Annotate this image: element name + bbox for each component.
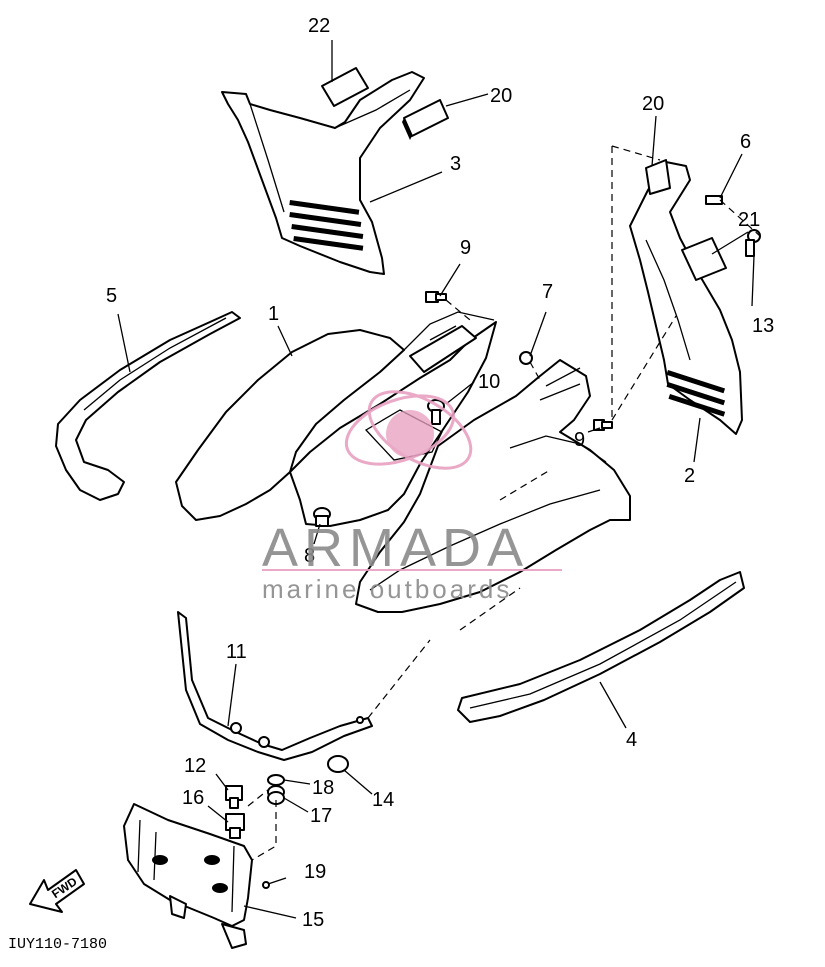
callout-2: 2 [684,465,695,487]
callout-6: 6 [740,131,751,153]
callout-13: 13 [752,315,774,337]
drawing-code: IUY110-7180 [8,936,107,953]
watermark: ARMADA marine outboards [262,390,562,604]
part-3-vent [289,200,364,251]
callout-3: 3 [450,153,461,175]
part-19-screw[interactable] [262,877,287,889]
part-14-nut[interactable] [327,755,349,773]
callout-7: 7 [542,281,553,303]
part-9-bolt-top[interactable] [425,291,447,303]
part-11-bracket[interactable] [177,611,373,761]
callout-4: 4 [626,729,637,751]
part-4-right-flap[interactable] [457,571,745,723]
watermark-brand: ARMADA [262,518,529,578]
watermark-logo-icon [344,390,473,470]
callout-21: 21 [738,209,760,231]
leader-lines [117,40,755,919]
part-3-left-side-cover[interactable] [221,71,425,275]
callout-20-right: 20 [642,93,664,115]
callout-11: 11 [226,641,247,663]
callout-12: 12 [184,755,206,777]
part-12-bolt[interactable] [225,785,243,809]
assembly-lines [247,145,761,861]
callout-15: 15 [302,909,324,931]
part-18-washer[interactable] [267,774,285,786]
part-16-bolt[interactable] [225,813,245,839]
part-7-nut[interactable] [519,351,533,365]
callout-5: 5 [106,285,117,307]
callout-22: 22 [308,15,330,37]
part-6-bolt[interactable] [705,195,723,205]
callout-16: 16 [182,787,204,809]
part-22-decal[interactable] [321,67,369,107]
part-9-bolt-right[interactable] [593,419,613,431]
callout-9-right: 9 [574,429,585,451]
part-8-grommet[interactable] [313,507,331,527]
part-21-decal[interactable] [681,237,727,281]
callout-1: 1 [268,303,279,325]
callout-18: 18 [312,777,334,799]
part-15-front-guard[interactable] [123,803,253,949]
callout-20-left: 20 [490,85,512,107]
part-5-left-flap[interactable] [55,311,241,501]
callout-8: 8 [304,545,315,567]
callout-9-top: 9 [460,237,471,259]
watermark-tagline: marine outboards [262,574,512,604]
part-2-vent [666,370,726,417]
part-20-pad-right[interactable] [645,159,671,195]
callout-labels: 22 20 3 20 6 21 13 9 7 5 1 10 9 2 8 11 4… [106,15,774,931]
callout-17: 17 [310,805,332,827]
part-20-pad-left-edge [402,118,412,140]
part-rear-fender[interactable] [355,359,631,613]
part-2-right-side-cover[interactable] [629,161,743,435]
callout-19: 19 [304,861,326,883]
fwd-arrow-icon: FWD [29,869,85,913]
callout-10: 10 [478,371,500,393]
callout-14: 14 [372,789,394,811]
part-20-pad-left[interactable] [403,99,449,137]
